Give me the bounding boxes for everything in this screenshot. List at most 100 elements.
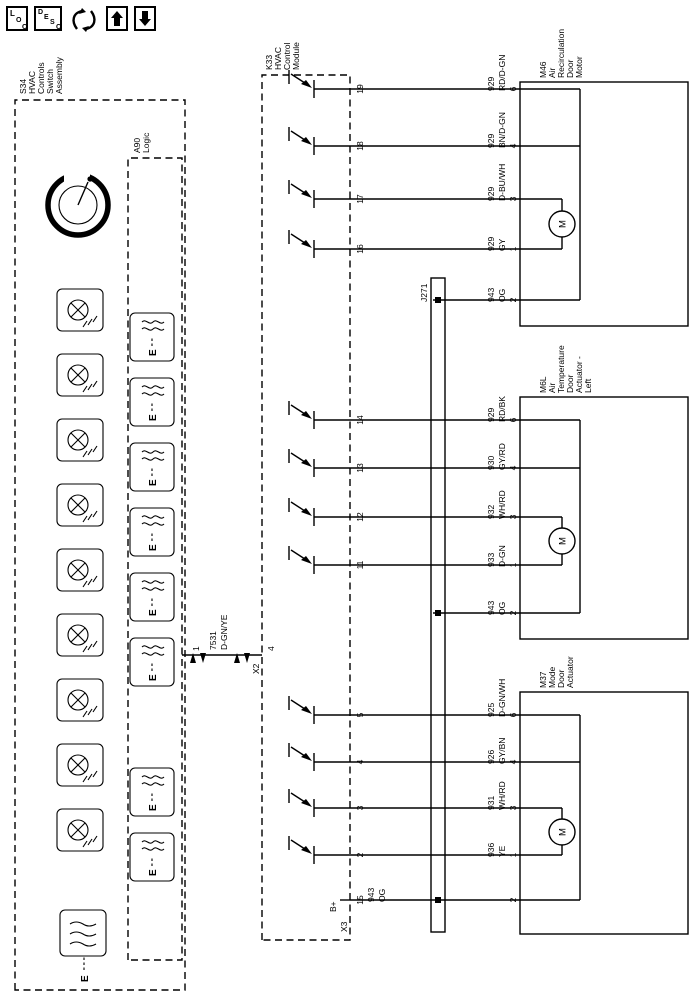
- svg-text:S34: S34: [18, 79, 28, 94]
- m6l-box[interactable]: [519, 396, 689, 640]
- rear-defog-button: E: [59, 909, 107, 982]
- svg-text:YE: YE: [497, 845, 507, 857]
- svg-text:3: 3: [508, 514, 518, 519]
- k33-label[interactable]: K33 HVAC Control Module: [264, 42, 301, 70]
- svg-text:943: 943: [366, 888, 376, 902]
- svg-text:2: 2: [508, 610, 518, 615]
- svg-text:6: 6: [508, 712, 518, 717]
- svg-text:A90: A90: [132, 138, 142, 153]
- desc-button[interactable]: D E S C: [34, 6, 62, 31]
- knob-pointer-dot: [87, 176, 93, 182]
- svg-text:1: 1: [508, 852, 518, 857]
- svg-text:943: 943: [486, 601, 496, 615]
- bplus-label: B+: [328, 901, 338, 912]
- loc-letter: C: [22, 24, 28, 31]
- svg-text:K33: K33: [264, 55, 274, 70]
- m46-internal: [520, 88, 581, 301]
- blower-knob: [45, 169, 111, 238]
- j271-label[interactable]: J271: [419, 283, 429, 302]
- svg-text:Logic: Logic: [141, 132, 151, 153]
- k33-pin-numbers: 19 18 17 16 14 13 12 11 5 4 3 2 15: [355, 84, 365, 905]
- m6l-internal: [520, 419, 581, 614]
- svg-text:19: 19: [355, 84, 365, 94]
- svg-text:3: 3: [355, 805, 365, 810]
- scroll-down-button[interactable]: [134, 6, 156, 31]
- svg-text:936: 936: [486, 843, 496, 857]
- svg-text:Door: Door: [565, 59, 575, 78]
- x2-connector-label: X2: [251, 663, 261, 674]
- rotate-view-button[interactable]: [68, 6, 100, 34]
- svg-text:D-BU/WH: D-BU/WH: [497, 164, 507, 201]
- scroll-up-button[interactable]: [106, 6, 128, 31]
- svg-text:929: 929: [486, 237, 496, 251]
- down-arrow-icon: [139, 11, 151, 26]
- a90-logic-box[interactable]: [127, 157, 183, 961]
- svg-text:Air: Air: [547, 382, 557, 393]
- svg-text:Temperature: Temperature: [556, 345, 566, 393]
- switch-letter: E: [80, 975, 91, 982]
- svg-text:RD/D-GN: RD/D-GN: [497, 55, 507, 91]
- loc-button[interactable]: L O C: [6, 6, 28, 31]
- rear-defrost-icon: [69, 931, 97, 937]
- s34-label[interactable]: S34 HVAC Controls Switch Assembly: [18, 56, 64, 94]
- svg-text:4: 4: [508, 143, 518, 148]
- svg-text:HVAC: HVAC: [27, 71, 37, 94]
- svg-text:2: 2: [508, 297, 518, 302]
- svg-text:933: 933: [486, 553, 496, 567]
- svg-text:OG: OG: [377, 889, 387, 902]
- svg-text:GY/RD: GY/RD: [497, 443, 507, 470]
- m37-label[interactable]: M37 Mode Door Actuator: [538, 656, 575, 688]
- svg-text:930: 930: [486, 456, 496, 470]
- m46-label[interactable]: M46 Air Recirculation Door Motor: [538, 29, 584, 78]
- svg-text:Motor: Motor: [574, 56, 584, 78]
- viewer-toolbar: L O C D E S C: [6, 6, 156, 34]
- svg-text:929: 929: [486, 187, 496, 201]
- svg-text:HVAC: HVAC: [273, 47, 283, 70]
- svg-text:11: 11: [355, 560, 365, 569]
- svg-text:943: 943: [486, 288, 496, 302]
- k33-box[interactable]: [261, 74, 351, 941]
- mode-buttons: [129, 312, 175, 882]
- a90-label[interactable]: A90 Logic: [132, 132, 151, 153]
- svg-text:M6L: M6L: [538, 376, 548, 393]
- m6l-label[interactable]: M6L Air Temperature Door Actuator - Left: [538, 345, 593, 393]
- x3-connector-label: X3: [339, 921, 349, 932]
- svg-text:929: 929: [486, 134, 496, 148]
- svg-text:15: 15: [355, 895, 365, 905]
- m46-box[interactable]: [519, 81, 689, 327]
- m37-box[interactable]: [519, 691, 689, 935]
- svg-text:GY: GY: [497, 238, 507, 251]
- svg-text:6: 6: [508, 417, 518, 422]
- svg-text:Control: Control: [282, 42, 292, 70]
- rotate-arrows-icon: [72, 8, 96, 32]
- svg-text:WH/RD: WH/RD: [497, 781, 507, 810]
- svg-text:OG: OG: [497, 289, 507, 302]
- j271-splice-pack[interactable]: [430, 277, 446, 933]
- svg-text:Mode: Mode: [547, 666, 557, 688]
- button-indicator-lamps: [56, 288, 104, 852]
- svg-text:1: 1: [508, 246, 518, 251]
- svg-text:16: 16: [355, 244, 365, 254]
- desc-letter: D: [38, 9, 44, 16]
- svg-text:4: 4: [355, 759, 365, 764]
- svg-text:RD/BK: RD/BK: [497, 396, 507, 422]
- svg-text:925: 925: [486, 703, 496, 717]
- wire-color: D-GN/YE: [219, 614, 229, 650]
- up-arrow-icon: [111, 11, 123, 26]
- desc-letter: C: [56, 24, 62, 31]
- svg-text:WH/RD: WH/RD: [497, 490, 507, 519]
- svg-text:12: 12: [355, 512, 365, 522]
- svg-text:Recirculation: Recirculation: [556, 29, 566, 78]
- svg-text:3: 3: [508, 805, 518, 810]
- svg-text:6: 6: [508, 86, 518, 91]
- svg-text:Module: Module: [291, 42, 301, 70]
- svg-text:929: 929: [486, 408, 496, 422]
- rear-defrost-icon: [69, 941, 97, 947]
- svg-text:Controls: Controls: [36, 62, 46, 94]
- loc-letter: L: [10, 9, 15, 18]
- s34-box[interactable]: [14, 99, 186, 991]
- svg-text:1: 1: [508, 562, 518, 567]
